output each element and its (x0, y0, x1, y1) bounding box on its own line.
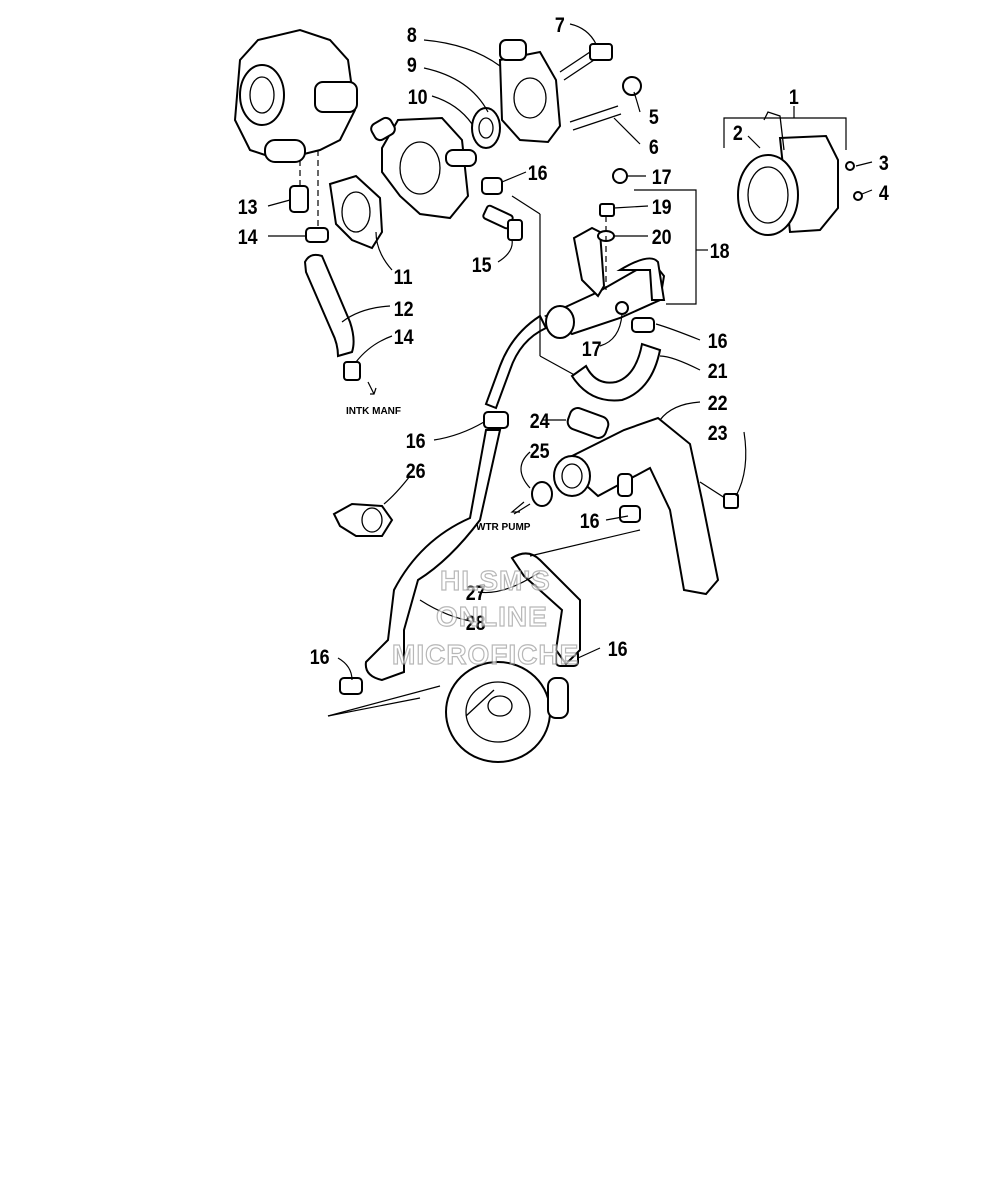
part-10-thermostat (471, 107, 501, 149)
part-25-o-ring (531, 481, 553, 507)
part-18-bypass-pipe (543, 226, 666, 339)
callout-10: 10 (408, 86, 428, 110)
callout-19: 19 (652, 196, 672, 220)
part-15-temp-sensor (482, 204, 523, 241)
callout-21: 21 (708, 360, 728, 384)
callout-15: 15 (472, 254, 492, 278)
callout-14b: 14 (394, 326, 414, 350)
callout-1: 1 (789, 86, 799, 110)
part-1-water-pump (737, 111, 839, 236)
part-27-hose (510, 552, 581, 666)
part-23-bolt (699, 481, 739, 509)
callout-13: 13 (238, 196, 258, 220)
intake-manifold-note: INTK MANF (346, 406, 401, 417)
callout-9: 9 (407, 54, 417, 78)
callout-5: 5 (649, 106, 659, 130)
callout-12: 12 (394, 298, 414, 322)
callout-27: 27 (466, 582, 486, 606)
watermark-line-3: MICROFICHE (392, 639, 579, 670)
watermark-line-2: ONLINE (436, 601, 548, 632)
callout-16b: 16 (708, 330, 728, 354)
part-17-bolt-lower (615, 301, 629, 315)
part-22-outlet-pipe (553, 416, 720, 596)
part-14-clamp-upper (305, 227, 329, 243)
callout-16c: 16 (406, 430, 426, 454)
part-11-gasket (328, 174, 384, 250)
part-7-bolt (559, 43, 613, 81)
callout-16d: 16 (580, 510, 600, 534)
watermark: HLSM'S ONLINE MICROFICHE (391, 564, 579, 670)
callout-16a: 16 (528, 162, 548, 186)
part-19-bolt (599, 203, 615, 217)
callout-22: 22 (708, 392, 728, 416)
part-16-clamp-f (339, 677, 363, 695)
part-26-bracket (332, 502, 394, 537)
callout-6: 6 (649, 136, 659, 160)
part-16-clamp-d (619, 505, 641, 523)
callout-24: 24 (530, 410, 550, 434)
part-3-screw (845, 161, 855, 171)
water-pump-note: WTR PUMP (476, 522, 531, 533)
callout-25: 25 (530, 440, 550, 464)
part-5-nut (622, 76, 642, 96)
callout-17a: 17 (652, 166, 672, 190)
part-17-bolt-upper (612, 168, 628, 184)
callout-26: 26 (406, 460, 426, 484)
part-16-clamp-a (481, 177, 503, 195)
part-13-sleeve (289, 185, 309, 213)
callout-14a: 14 (238, 226, 258, 250)
callout-3: 3 (879, 152, 889, 176)
part-4-screw (853, 191, 863, 201)
part-16-clamp-b (631, 317, 655, 333)
part-24-sleeve (566, 407, 610, 439)
callout-20: 20 (652, 226, 672, 250)
throttle-body (233, 28, 358, 230)
part-6-stud (569, 105, 622, 131)
callout-7: 7 (555, 14, 565, 38)
part-16-clamp-c (483, 411, 509, 429)
part-14-clamp-lower (343, 361, 361, 381)
watermark-line-1: HLSM'S (440, 565, 551, 596)
part-28-hose (364, 429, 502, 682)
callout-labels: 1 2 3 4 5 6 7 8 9 10 11 12 13 14 14 15 1… (238, 14, 889, 670)
callout-8: 8 (407, 24, 417, 48)
callout-17b: 17 (582, 338, 602, 362)
part-21-hose (570, 342, 662, 402)
callout-4: 4 (879, 182, 889, 206)
callout-16f: 16 (310, 646, 330, 670)
callout-16e: 16 (608, 638, 628, 662)
thermostat-housing (370, 116, 477, 220)
part-8-thermostat-cover (498, 39, 562, 144)
callout-11: 11 (394, 266, 413, 290)
bypass-pipe-extension (484, 314, 548, 410)
callout-18: 18 (710, 240, 730, 264)
callout-2: 2 (733, 122, 743, 146)
callout-23: 23 (708, 422, 728, 446)
pump-housing-lower (445, 661, 569, 763)
part-12-hose (303, 253, 355, 358)
callout-28: 28 (466, 612, 486, 636)
